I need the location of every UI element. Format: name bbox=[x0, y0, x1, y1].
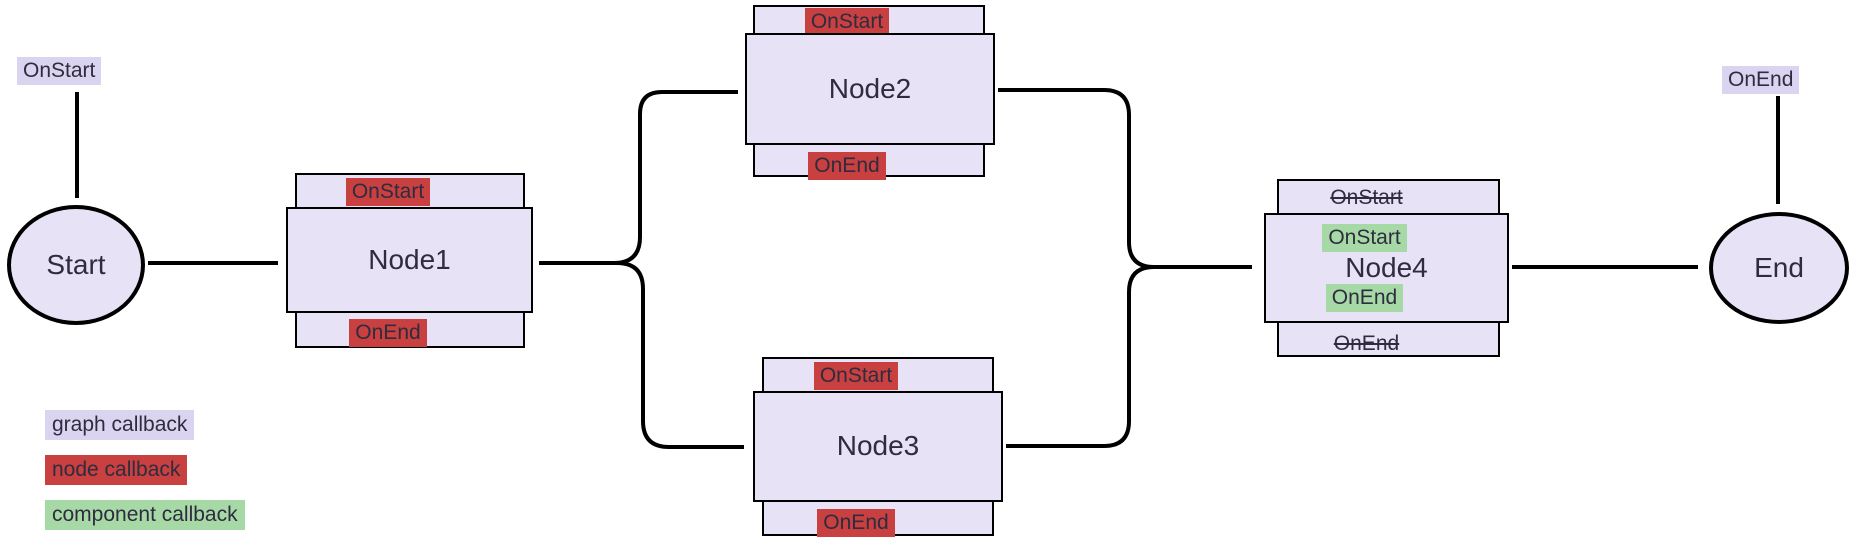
node4-component-onend-label: OnEnd bbox=[1325, 284, 1404, 312]
legend-item-component-callback: component callback bbox=[45, 500, 245, 530]
node3-box: Node3 bbox=[753, 391, 1003, 502]
node2-onend-label: OnEnd bbox=[808, 152, 886, 180]
node3-onstart-label: OnStart bbox=[813, 362, 899, 390]
node3-onend-tab: OnEnd bbox=[762, 497, 994, 537]
start-terminal-label: Start bbox=[46, 249, 106, 280]
graph-onstart-label: OnStart bbox=[17, 57, 102, 85]
start-terminal: Start bbox=[7, 205, 145, 325]
node2-onend-tab: OnEnd bbox=[753, 140, 985, 180]
node1-onend-label: OnEnd bbox=[349, 319, 427, 347]
node3-onend-label: OnEnd bbox=[817, 509, 895, 537]
node4-disabled-onend-label: OnEnd bbox=[1333, 332, 1400, 355]
legend-item-node-callback: node callback bbox=[45, 455, 188, 485]
node2-box: Node2 bbox=[745, 33, 995, 145]
node4-component-onstart-label: OnStart bbox=[1322, 224, 1407, 252]
edge-node1-to-node2 bbox=[539, 90, 738, 265]
end-terminal: End bbox=[1709, 212, 1849, 324]
node1-onstart-label: OnStart bbox=[345, 178, 431, 206]
node3-title: Node3 bbox=[836, 430, 920, 462]
edge-node3-to-merge bbox=[1006, 265, 1155, 448]
node2-onstart-label: OnStart bbox=[804, 8, 890, 36]
end-terminal-label: End bbox=[1754, 252, 1804, 283]
node4-box: OnStart Node4 OnEnd bbox=[1264, 213, 1509, 323]
edge-node2-to-node4 bbox=[998, 88, 1252, 269]
node1-onstart-tab: OnStart bbox=[295, 173, 525, 213]
node2-title: Node2 bbox=[828, 72, 912, 104]
node4-title: Node4 bbox=[1345, 251, 1428, 283]
node1-onend-tab: OnEnd bbox=[295, 308, 525, 348]
node3-onstart-tab: OnStart bbox=[762, 357, 994, 396]
graph-onend-label: OnEnd bbox=[1722, 66, 1800, 94]
node1-box: Node1 bbox=[286, 207, 533, 313]
edge-node1-to-node3 bbox=[539, 261, 744, 449]
node4-onstart-tab: OnStart bbox=[1277, 179, 1500, 218]
node1-title: Node1 bbox=[368, 243, 451, 275]
legend-item-graph-callback: graph callback bbox=[45, 410, 195, 440]
node4-disabled-onstart-label: OnStart bbox=[1330, 186, 1403, 209]
node4-onend-tab: OnEnd bbox=[1277, 318, 1500, 357]
